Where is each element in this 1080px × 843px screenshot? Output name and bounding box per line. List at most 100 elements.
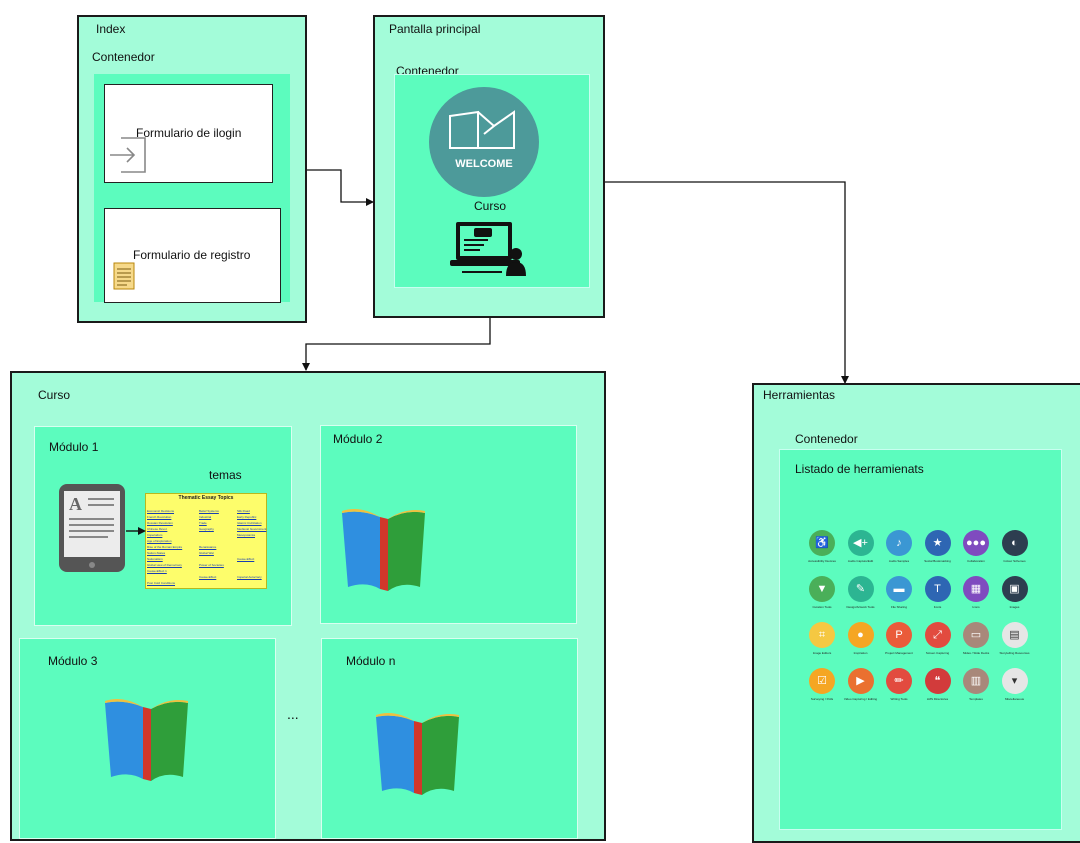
tool-icon[interactable]: ✎ [847,576,874,602]
tool-label: Writing Tools [890,697,908,701]
tool-icon[interactable]: ▭ [963,622,989,648]
essay-topic[interactable]: Power of Societies [199,563,224,567]
tool-icon[interactable]: ⌗ [809,622,835,648]
tool-label: Screen Capturing [925,651,950,655]
tool-label: Collaboration [967,559,985,563]
essay-topic[interactable]: Imperialism [147,533,163,537]
tool-label: Storytelling Resources [999,651,1030,655]
essay-topic[interactable]: Trade [199,521,207,525]
tools-title: Herramientas [763,388,836,402]
tool-icon[interactable]: ● [847,622,874,648]
register-form[interactable] [104,208,281,303]
document-icon [113,262,135,290]
tools-list-title: Listado de herramienats [795,462,924,476]
essay-topic[interactable]: Nation-States [147,551,166,555]
essay-topic[interactable]: Renaissance [199,545,217,549]
tool-icon[interactable]: ▶ [847,668,874,694]
tool-icon[interactable]: ⤢ [924,622,951,648]
arrow-main-to-tools [604,181,849,384]
module-3-label: Módulo 3 [48,654,98,668]
essay-topic[interactable]: Nationalism [147,557,163,561]
teacher-computer-icon [450,222,526,276]
sheet-arrow-icon [126,527,146,535]
tool-icon[interactable]: ♿ [809,530,835,556]
tool-glyph: ★ [932,537,943,549]
tool-glyph: ● [857,629,864,641]
main-screen-title: Pantalla principal [389,22,481,36]
essay-topic[interactable]: Cause-Effect [237,557,255,561]
tool-icon[interactable]: ☑ [809,668,835,694]
tool-icon[interactable]: ▦ [963,576,989,602]
tool-label: Accessibility Devices [808,559,836,563]
essay-topic[interactable]: Islamic Civilization [237,521,262,525]
essay-topic[interactable]: Silk Road [237,509,250,513]
tool-glyph: ▾ [1011,675,1018,687]
tool-icon[interactable]: ◀+ [847,530,874,556]
tool-icon[interactable]: P [886,622,912,648]
essay-topic[interactable]: Economic Decisions [147,509,175,513]
tool-glyph: ▬ [893,583,905,595]
login-icon [110,137,146,173]
tool-label: Video Capturing / Editing [843,697,878,701]
essay-topic[interactable]: French Revolution [147,515,172,519]
tool-icon[interactable]: ●●● [963,530,989,556]
tool-glyph: ☑ [817,675,827,687]
essay-topic[interactable]: Age of Exploration [147,539,172,543]
essay-topic[interactable]: Cause-Effect [199,575,217,579]
tool-label: Project Management [885,651,913,655]
welcome-image: WELCOME [429,87,539,197]
tool-glyph: ✏ [894,675,904,687]
tool-glyph: ▥ [970,675,982,687]
tool-icon[interactable]: ▣ [1001,576,1028,602]
course-title: Curso [38,388,71,402]
welcome-text: WELCOME [455,158,512,170]
tool-label: File Sharing [890,605,907,609]
tool-glyph: ▭ [970,629,982,641]
essay-topic[interactable]: Geography [199,527,214,531]
tool-glyph: ♿ [815,537,829,549]
tool-label: Audio Capture/Edit [847,559,874,563]
essay-topic[interactable]: Global War [199,551,214,555]
tool-icon[interactable]: ▾ [1001,668,1028,694]
tool-icon[interactable]: ◐ [1001,530,1028,556]
tool-glyph: ●●● [966,537,986,549]
tool-label: Social Bookmarking [924,559,951,563]
tools-container-label: Contenedor [795,432,858,446]
tool-icon[interactable]: ♪ [886,530,912,556]
tool-icon[interactable]: T [924,576,951,602]
arrow-main-to-course [302,318,491,371]
tool-label: Inspiration [853,651,868,655]
svg-text:A: A [69,494,82,514]
essay-topic[interactable]: Chinese Revol. [147,527,168,531]
essay-topic[interactable]: Early Republic [237,515,257,519]
module-n-label: Módulo n [346,654,396,668]
essay-topic[interactable]: Mesopotamia [237,533,256,537]
login-form[interactable] [104,84,273,183]
tool-label: Curation Tools [812,605,832,609]
essay-topic[interactable]: Imperial Autocracy [237,575,262,579]
essay-topic[interactable]: Cause-Effect 1 [147,569,167,573]
topics-label: temas [209,468,242,482]
tool-label: Colour Schemes [1003,559,1026,563]
tool-glyph: T [934,583,941,595]
tool-icon[interactable]: ▥ [963,668,989,694]
essay-topic[interactable]: Industrial [199,515,212,519]
tool-glyph: ◐ [1011,537,1018,549]
tool-icon[interactable]: ✏ [886,668,912,694]
essay-topic[interactable]: Russian Revolution [147,521,173,525]
tool-icon[interactable]: ★ [924,530,951,556]
tool-label: Audio Samples [888,559,910,563]
arrow-index-to-main [306,169,374,206]
essay-topic[interactable]: Global view of Democracy [147,563,182,567]
essay-topic[interactable]: Rise of the Roman Empire [147,545,183,549]
tool-icon[interactable]: ▬ [886,576,912,602]
tool-icon[interactable]: ▤ [1001,622,1028,648]
essay-topic[interactable]: Medieval Government [237,527,267,531]
ellipsis: ... [287,706,299,722]
tool-label: Icons [972,605,980,609]
tool-icon[interactable]: ❝ [924,668,951,694]
tool-icon[interactable]: ▼ [809,576,835,602]
essay-topic[interactable]: Belief Systems [199,509,219,513]
essay-topic[interactable]: Post Cold Conditions [147,581,176,585]
